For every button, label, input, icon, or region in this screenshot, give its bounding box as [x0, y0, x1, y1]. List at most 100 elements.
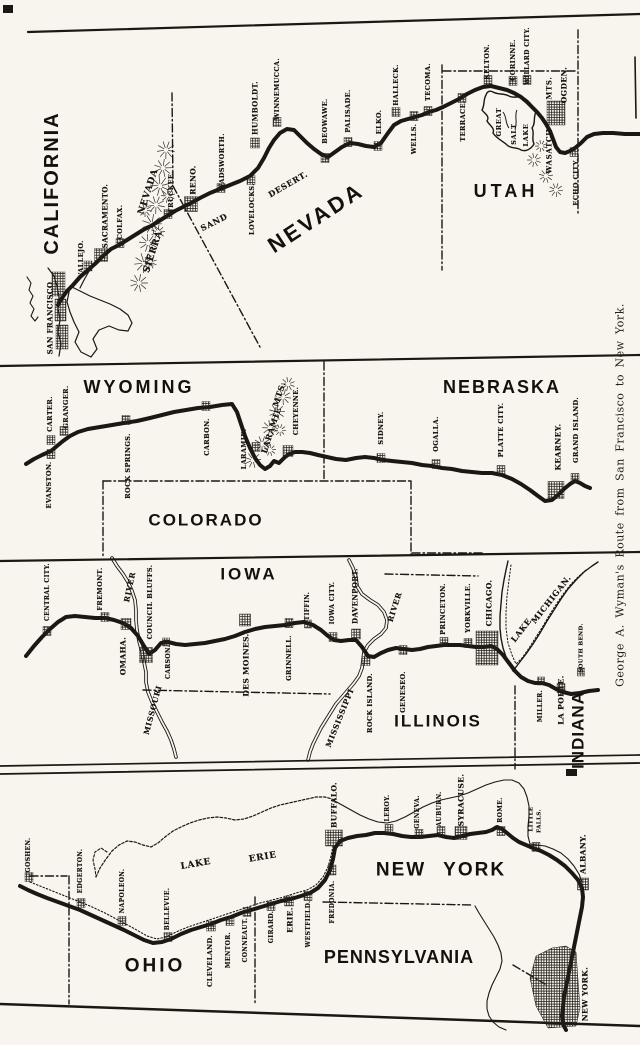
city-symbol-syracuse [454, 826, 468, 840]
town-label-tecoma: TECOMA. [423, 63, 432, 101]
city-symbol-edgerton [76, 898, 86, 908]
town-label-erie: ERIE. [285, 907, 295, 933]
city-symbol-colfax [115, 238, 125, 248]
city-symbol-wells [409, 111, 419, 121]
town-label-princeton: PRINCETON. [438, 583, 447, 635]
town-label-carbon: CARBON. [202, 418, 211, 456]
city-symbol-fremont [100, 612, 110, 622]
town-label-yorkville: YORKVILLE. [463, 583, 472, 633]
city-symbol-rock-springs [121, 415, 131, 425]
state-label-ohio: OHIO [124, 955, 186, 977]
town-label-la-porte: LA PORTE. [556, 675, 566, 725]
city-symbol-yorkville [463, 638, 473, 648]
city-symbol-cleveland [206, 920, 216, 932]
city-symbol-granger [59, 426, 69, 436]
feature-label-wasatch: WASATCH [544, 128, 554, 174]
town-label-fremont: FREMONT. [95, 567, 104, 611]
city-symbol-kearney [547, 481, 565, 499]
city-symbol-tiffin [304, 619, 312, 629]
city-symbol-beowawe [320, 153, 330, 163]
city-symbol-napoleon [117, 916, 127, 926]
town-label-bellevue: BELLEVUE. [164, 887, 171, 931]
town-label-omaha: OMAHA. [118, 636, 128, 676]
feature-label-desert: DESERT. [266, 168, 310, 200]
feature-label-mississippi: MISSISSIPPI [323, 687, 356, 749]
city-symbol-winnemucca [272, 117, 282, 127]
city-symbol-vallejo [83, 260, 93, 272]
city-symbol-goshen [24, 872, 34, 882]
city-symbol-girard [266, 901, 276, 911]
town-label-truckee: TRUCKEE. [166, 170, 175, 214]
city-symbol-carson [162, 637, 170, 647]
city-symbol-conneaut [242, 907, 252, 917]
town-label-rock-springs: ROCK SPRINGS. [123, 433, 132, 499]
state-label-pennsylvania: PENNSYLVANIA [323, 947, 475, 967]
city-symbol-buffalo [325, 829, 343, 847]
city-symbols [24, 75, 589, 1029]
feature-label-mts: MTS. [544, 76, 554, 100]
feature-label-river: RIVER [122, 570, 138, 604]
city-symbol-miller [537, 676, 545, 686]
city-symbol-wadsworth [216, 183, 226, 193]
city-symbol-corinne [508, 76, 518, 86]
city-symbol-lovelocks [246, 175, 256, 185]
city-symbol-geneseo [398, 645, 408, 655]
city-symbol-bellevue [163, 932, 173, 942]
town-label-vallejo: VALLEJO. [76, 240, 85, 278]
town-label-lovelocks: LOVELOCKS. [247, 183, 256, 235]
city-symbol-omaha [120, 618, 132, 630]
city-symbol-south-bend [577, 667, 585, 677]
town-label-council-bluffs: COUNCIL BLUFFS. [145, 564, 154, 640]
town-label-laramie: LARAMIE. [239, 428, 248, 470]
city-symbol-echo-city [569, 147, 579, 157]
town-label-des-moines: DES MOINES. [241, 633, 251, 697]
feature-label-sand: SAND [198, 210, 230, 234]
feature-label-michigan: MICHIGAN. [528, 572, 574, 626]
city-symbol-la-porte [556, 683, 566, 693]
town-label-wells: WELLS. [409, 123, 418, 155]
feature-label-mts: MTS. [270, 380, 288, 408]
city-symbol-sacramento [94, 248, 108, 262]
city-symbol-des-moines [239, 613, 251, 627]
city-symbol-ogalla [431, 459, 441, 469]
mountain-hachures [130, 140, 564, 468]
town-label-tiffin: TIFFIN. [304, 591, 311, 621]
town-label-south-bend: SOUTH BEND. [578, 623, 585, 673]
city-symbol-davenport [351, 628, 361, 640]
feature-label-laramie: LARAMIE [258, 405, 284, 455]
town-label-carson: CARSON. [165, 645, 172, 679]
town-label-cleveland: CLEVELAND. [205, 935, 214, 987]
city-symbol-halleck [391, 107, 401, 117]
state-label-iowa: IOWA [220, 564, 278, 584]
town-label-miller: MILLER. [537, 689, 544, 723]
town-label-granger: GRANGER. [61, 385, 70, 429]
city-symbol-central-city [42, 626, 52, 636]
town-label-san-francisco: SAN FRANCISCO [45, 281, 55, 355]
town-label-rock-island: ROCK ISLAND. [365, 673, 374, 733]
town-label-cheyenne: CHEYENNE. [291, 386, 300, 436]
town-label-mentor: MENTOR. [225, 931, 232, 969]
city-symbol-erie [284, 895, 294, 907]
state-label-utah: UTAH [473, 181, 539, 201]
town-label-colfax: COLFAX. [115, 204, 124, 240]
town-label-ogden: OGDEN. [559, 66, 569, 104]
town-label-grinnell: GRINNELL. [284, 635, 293, 681]
city-symbol-evanston [46, 449, 56, 459]
feature-label-lake: LAKE [179, 856, 212, 873]
town-label-falls: FALLS. [536, 809, 543, 833]
town-label-conneaut: CONNEAUT. [242, 917, 249, 963]
town-label-humboldt: HUMBOLDT. [250, 81, 260, 135]
city-symbol-leroy [384, 824, 394, 834]
town-label-evanston: EVANSTON. [44, 461, 53, 509]
town-label-kearney: KEARNEY. [553, 423, 563, 471]
town-label-carter: CARTER. [45, 396, 54, 432]
town-label-platte-city: PLATTE CITY. [496, 402, 505, 458]
city-symbol-carter [46, 435, 56, 445]
city-symbol-kelton [483, 75, 493, 85]
town-label-new-york: NEW YORK. [580, 966, 590, 1022]
city-symbol-tecoma [423, 106, 433, 116]
city-symbol-terrace [457, 93, 467, 103]
town-label-reno: RENO. [188, 165, 198, 195]
city-symbol-fredonia [327, 864, 337, 876]
